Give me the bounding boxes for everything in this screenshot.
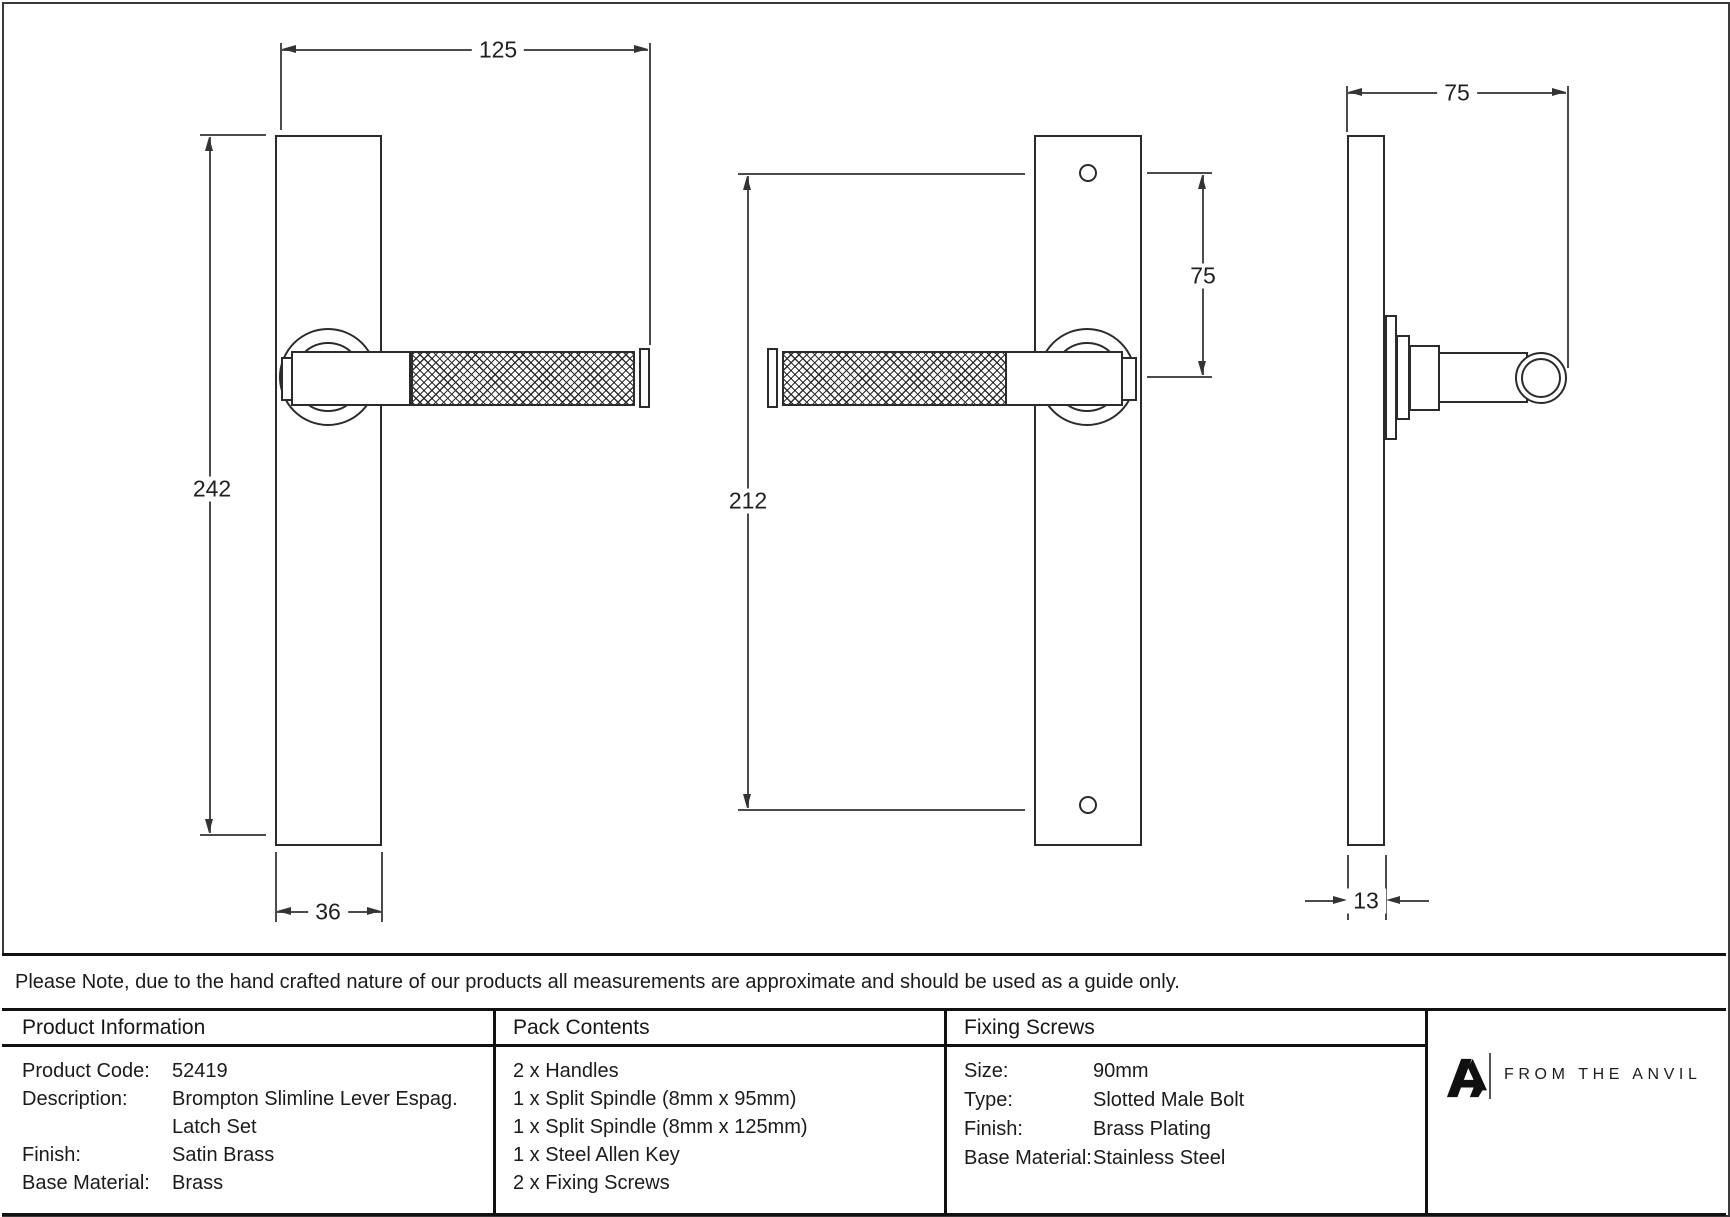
- pack-contents-header: Pack Contents: [513, 1016, 650, 1039]
- side-lever-collar: [1409, 345, 1440, 411]
- dim-36-ext-right: [381, 852, 383, 922]
- fixing-screws-value: Stainless Steel: [1093, 1147, 1226, 1169]
- dim-242-arrow-down: [205, 819, 213, 833]
- pack-contents-item: 2 x Handles: [513, 1060, 619, 1082]
- fixing-screws-header: Fixing Screws: [964, 1016, 1095, 1039]
- product-info-value: Latch Set: [172, 1116, 257, 1138]
- dim-212-arrow-up: [743, 176, 751, 190]
- dim-125-ext-left: [280, 43, 282, 130]
- dim-13-tail-left: [1305, 900, 1334, 902]
- product-info-value: Brompton Slimline Lever Espag.: [172, 1088, 458, 1110]
- fixing-screws-value: 90mm: [1093, 1060, 1149, 1082]
- dim-36-label: 36: [308, 899, 348, 925]
- side-lever-neck: [1438, 352, 1528, 403]
- fixing-screws-label: Base Material:: [964, 1147, 1092, 1169]
- rear-lever-end-cap: [767, 348, 778, 408]
- product-info-value: Brass: [172, 1172, 224, 1194]
- brand-cell: FROM THE ANVIL: [1427, 1011, 1726, 1213]
- anvil-logo-icon: [1445, 1057, 1487, 1104]
- front-lever-knurled-grip: [411, 351, 635, 406]
- info-table: Product Information Pack Contents Fixing…: [2, 1008, 1726, 1216]
- dim-36-ext-left: [275, 852, 277, 922]
- fixing-screws-label: Size:: [964, 1060, 1009, 1082]
- dim-13-arrow-right: [1386, 896, 1400, 904]
- front-backplate: [275, 135, 382, 846]
- dim-75-side-arrow-left: [1348, 88, 1362, 96]
- table-divider-2: [944, 1011, 947, 1213]
- product-info-value: 52419: [172, 1060, 228, 1082]
- pack-contents-item: 2 x Fixing Screws: [513, 1172, 670, 1194]
- table-divider-1: [493, 1011, 496, 1213]
- dim-13-tail-right: [1400, 900, 1429, 902]
- product-info-value: Satin Brass: [172, 1144, 275, 1166]
- dim-13-label: 13: [1346, 888, 1386, 914]
- fixing-screws-value: Slotted Male Bolt: [1093, 1089, 1245, 1111]
- dim-125-arrow-right: [634, 45, 648, 53]
- product-info-label: Base Material:: [22, 1172, 150, 1194]
- rear-screw-hole-top: [1079, 164, 1097, 182]
- dim-212-tick-top: [738, 173, 1025, 175]
- dim-125-arrow-left: [282, 45, 296, 53]
- dim-75-side-label: 75: [1437, 80, 1477, 106]
- fixing-screws-value: Brass Plating: [1093, 1118, 1211, 1140]
- product-information-header: Product Information: [22, 1016, 206, 1039]
- product-info-label: Description:: [22, 1088, 128, 1110]
- dim-242-label: 242: [185, 476, 239, 502]
- dim-212-label: 212: [721, 488, 775, 514]
- pack-contents-item: 1 x Steel Allen Key: [513, 1144, 680, 1166]
- side-lever-end-inner-circle: [1521, 358, 1561, 398]
- rear-lever-shaft: [1005, 351, 1123, 406]
- logo-separator: [1489, 1053, 1491, 1099]
- table-divider-3: [1425, 1011, 1428, 1213]
- dim-75-rear-tick-top: [1147, 172, 1212, 174]
- dim-75-side-arrow-right: [1552, 88, 1566, 96]
- dim-75-side-ext-left: [1346, 86, 1348, 132]
- side-backplate: [1347, 135, 1385, 846]
- front-lever-end-cap-right: [639, 348, 650, 408]
- dim-125-ext-right: [649, 43, 651, 345]
- front-lever-shaft: [291, 351, 411, 406]
- fixing-screws-label: Type:: [964, 1089, 1013, 1111]
- dim-242-arrow-up: [205, 137, 213, 151]
- note-text: Please Note, due to the hand crafted nat…: [15, 971, 1180, 993]
- dim-212-tick-bottom: [738, 809, 1025, 811]
- dim-36-arrow-right: [367, 907, 381, 915]
- dim-75-rear-arrow-down: [1198, 361, 1206, 375]
- dim-13-ext-right: [1385, 855, 1387, 920]
- rear-lever-knurled-grip: [782, 351, 1007, 406]
- rear-backplate: [1034, 135, 1142, 846]
- dim-242-tick-bottom: [200, 834, 266, 836]
- rear-screw-hole-bottom: [1079, 796, 1097, 814]
- dim-13-arrow-left: [1333, 896, 1347, 904]
- dim-125-line: [282, 49, 648, 51]
- dim-75-rear-arrow-up: [1198, 175, 1206, 189]
- dim-36-arrow-left: [277, 907, 291, 915]
- product-info-label: Finish:: [22, 1144, 81, 1166]
- logo-text: FROM THE ANVIL: [1504, 1066, 1702, 1083]
- side-rose-ring: [1396, 335, 1410, 420]
- table-header-divider: [2, 1044, 1425, 1047]
- note-bar: Please Note, due to the hand crafted nat…: [2, 953, 1726, 1008]
- dim-75-rear-tick-bottom: [1147, 376, 1212, 378]
- dim-75-side-ext-right: [1567, 86, 1569, 368]
- fixing-screws-label: Finish:: [964, 1118, 1023, 1140]
- dim-212-arrow-down: [743, 794, 751, 808]
- rear-spindle-end: [1121, 357, 1137, 401]
- product-info-label: Product Code:: [22, 1060, 150, 1082]
- pack-contents-item: 1 x Split Spindle (8mm x 125mm): [513, 1116, 808, 1138]
- dim-75-rear-label: 75: [1183, 263, 1223, 289]
- dim-13-ext-left: [1347, 855, 1349, 920]
- dim-242-tick-top: [200, 134, 266, 136]
- pack-contents-item: 1 x Split Spindle (8mm x 95mm): [513, 1088, 797, 1110]
- dim-125-label: 125: [471, 37, 525, 63]
